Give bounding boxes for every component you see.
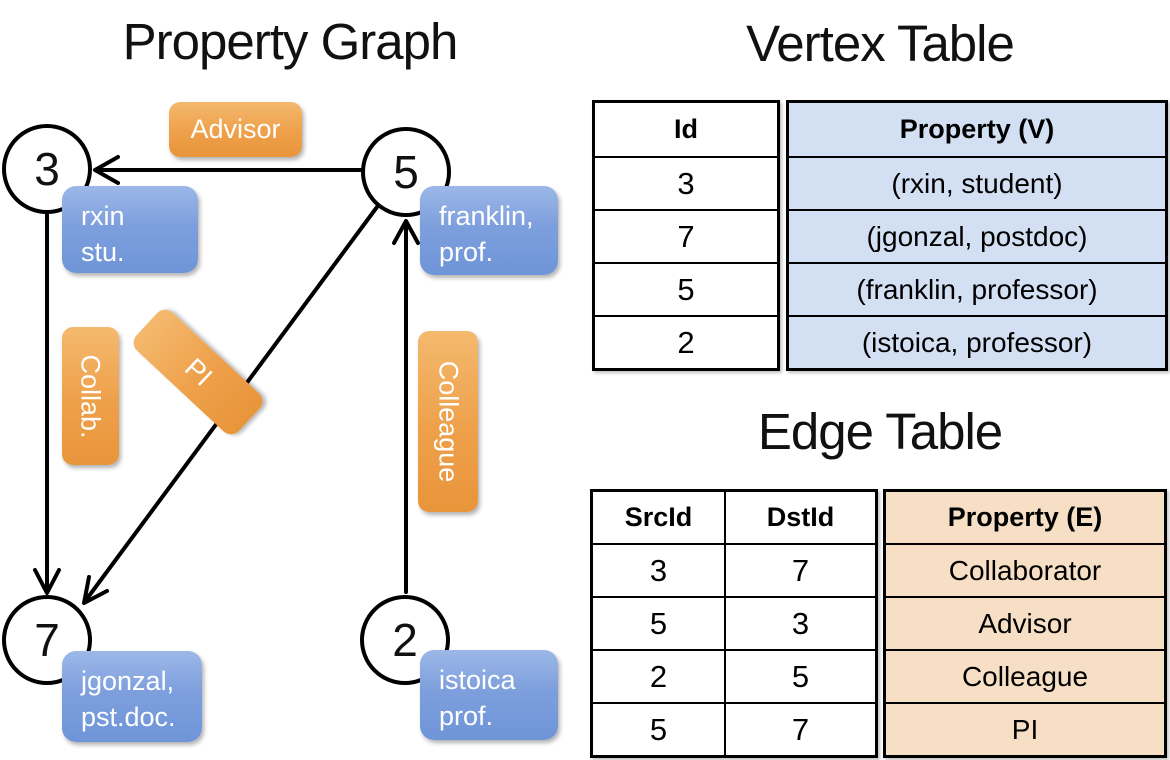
graph-edges-layer xyxy=(33,155,420,605)
edge-table-dstid-cell: 5 xyxy=(724,651,875,702)
edge-table-property-cell: Collaborator xyxy=(886,543,1164,596)
edge-table-id-columns: SrcId DstId 3 7 5 3 2 5 5 7 xyxy=(590,489,878,758)
edge-label-collab: Collab. xyxy=(62,327,119,465)
vertex-table-title: Vertex Table xyxy=(746,15,1015,72)
vertex-property-line: rxin xyxy=(81,201,125,231)
edge-table-title: Edge Table xyxy=(757,403,1003,460)
vertex-table-property-column: Property (V) (rxin, student) (jgonzal, p… xyxy=(786,100,1168,371)
edge-table-id-row: 3 7 xyxy=(593,543,875,596)
edge-arrow-collab-3-to-7 xyxy=(33,212,61,595)
edge-table-srcid-cell: 5 xyxy=(649,605,668,641)
vertex-table-property-cell: (istoica, professor) xyxy=(789,315,1165,368)
edge-table-property-header: Property (E) xyxy=(947,502,1103,532)
vertex-property-box-jgonzal: jgonzal, pst.doc. xyxy=(62,651,202,742)
vertex-property-box-franklin: franklin, prof. xyxy=(420,186,558,275)
vertex-property-line: istoica xyxy=(439,665,516,695)
edge-label-text: PI xyxy=(178,351,218,392)
edge-table-property-column: Property (E) Collaborator Advisor Collea… xyxy=(883,489,1167,758)
edge-label-text: Advisor xyxy=(190,114,281,144)
edge-table-srcid-cell: 2 xyxy=(649,658,668,694)
edge-arrow-colleague-2-to-5 xyxy=(392,219,420,594)
edge-label-text: Collab. xyxy=(76,353,107,439)
vertex-table-property-header: Property (V) xyxy=(899,114,1055,144)
vertex-property-box-istoica: istoica prof. xyxy=(420,650,558,740)
edge-table-property-cell: PI xyxy=(886,702,1164,755)
edge-arrow-advisor-5-to-3 xyxy=(93,155,365,185)
edge-table-id-header-row: SrcId DstId xyxy=(593,492,875,543)
vertex-table-property-cell: (rxin, student) xyxy=(789,156,1165,209)
edge-table-dstid-cell: 7 xyxy=(724,704,875,755)
edge-table-property-cell: Advisor xyxy=(886,596,1164,649)
edge-table-dstid-cell: 7 xyxy=(724,545,875,596)
edge-table-srcid-cell: 5 xyxy=(649,711,668,747)
edge-table-srcid-cell: 3 xyxy=(649,552,668,588)
vertex-property-line: franklin, xyxy=(439,201,534,231)
vertex-property-box-rxin: rxin stu. xyxy=(62,186,198,273)
vertex-table-id-cell: 2 xyxy=(595,315,777,368)
vertex-property-line: pst.doc. xyxy=(81,702,176,732)
vertex-table-id-cell: 7 xyxy=(595,209,777,262)
edge-table-id-row: 2 5 xyxy=(593,649,875,702)
property-graph-title: Property Graph xyxy=(122,13,459,70)
edge-label-advisor: Advisor xyxy=(169,102,302,157)
vertex-property-line: prof. xyxy=(439,701,494,731)
edge-table-srcid-header: SrcId xyxy=(624,502,693,532)
edge-table-id-row: 5 3 xyxy=(593,596,875,649)
edge-table-dstid-cell: 3 xyxy=(724,598,875,649)
vertex-table-id-cell: 5 xyxy=(595,262,777,315)
node-id-label: 2 xyxy=(392,614,418,666)
node-id-label: 5 xyxy=(393,146,419,198)
vertex-property-line: jgonzal, xyxy=(81,666,175,696)
edge-table-dstid-header: DstId xyxy=(724,492,875,543)
vertex-table-id-column: Id 3 7 5 2 xyxy=(592,100,780,371)
edge-table-id-row: 5 7 xyxy=(593,702,875,755)
vertex-property-line: stu. xyxy=(81,237,125,267)
vertex-table-property-cell: (jgonzal, postdoc) xyxy=(789,209,1165,262)
node-id-label: 7 xyxy=(34,614,60,666)
edge-table-property-cell: Colleague xyxy=(886,649,1164,702)
vertex-table-property-cell: (franklin, professor) xyxy=(789,262,1165,315)
vertex-property-line: prof. xyxy=(439,237,494,267)
edge-label-colleague: Colleague xyxy=(418,331,478,512)
edge-label-text: Colleague xyxy=(433,360,464,483)
graph-node-2: 2 xyxy=(360,595,450,685)
vertex-table-id-cell: 3 xyxy=(595,156,777,209)
vertex-table-id-header: Id xyxy=(674,114,698,144)
node-id-label: 3 xyxy=(34,143,60,195)
